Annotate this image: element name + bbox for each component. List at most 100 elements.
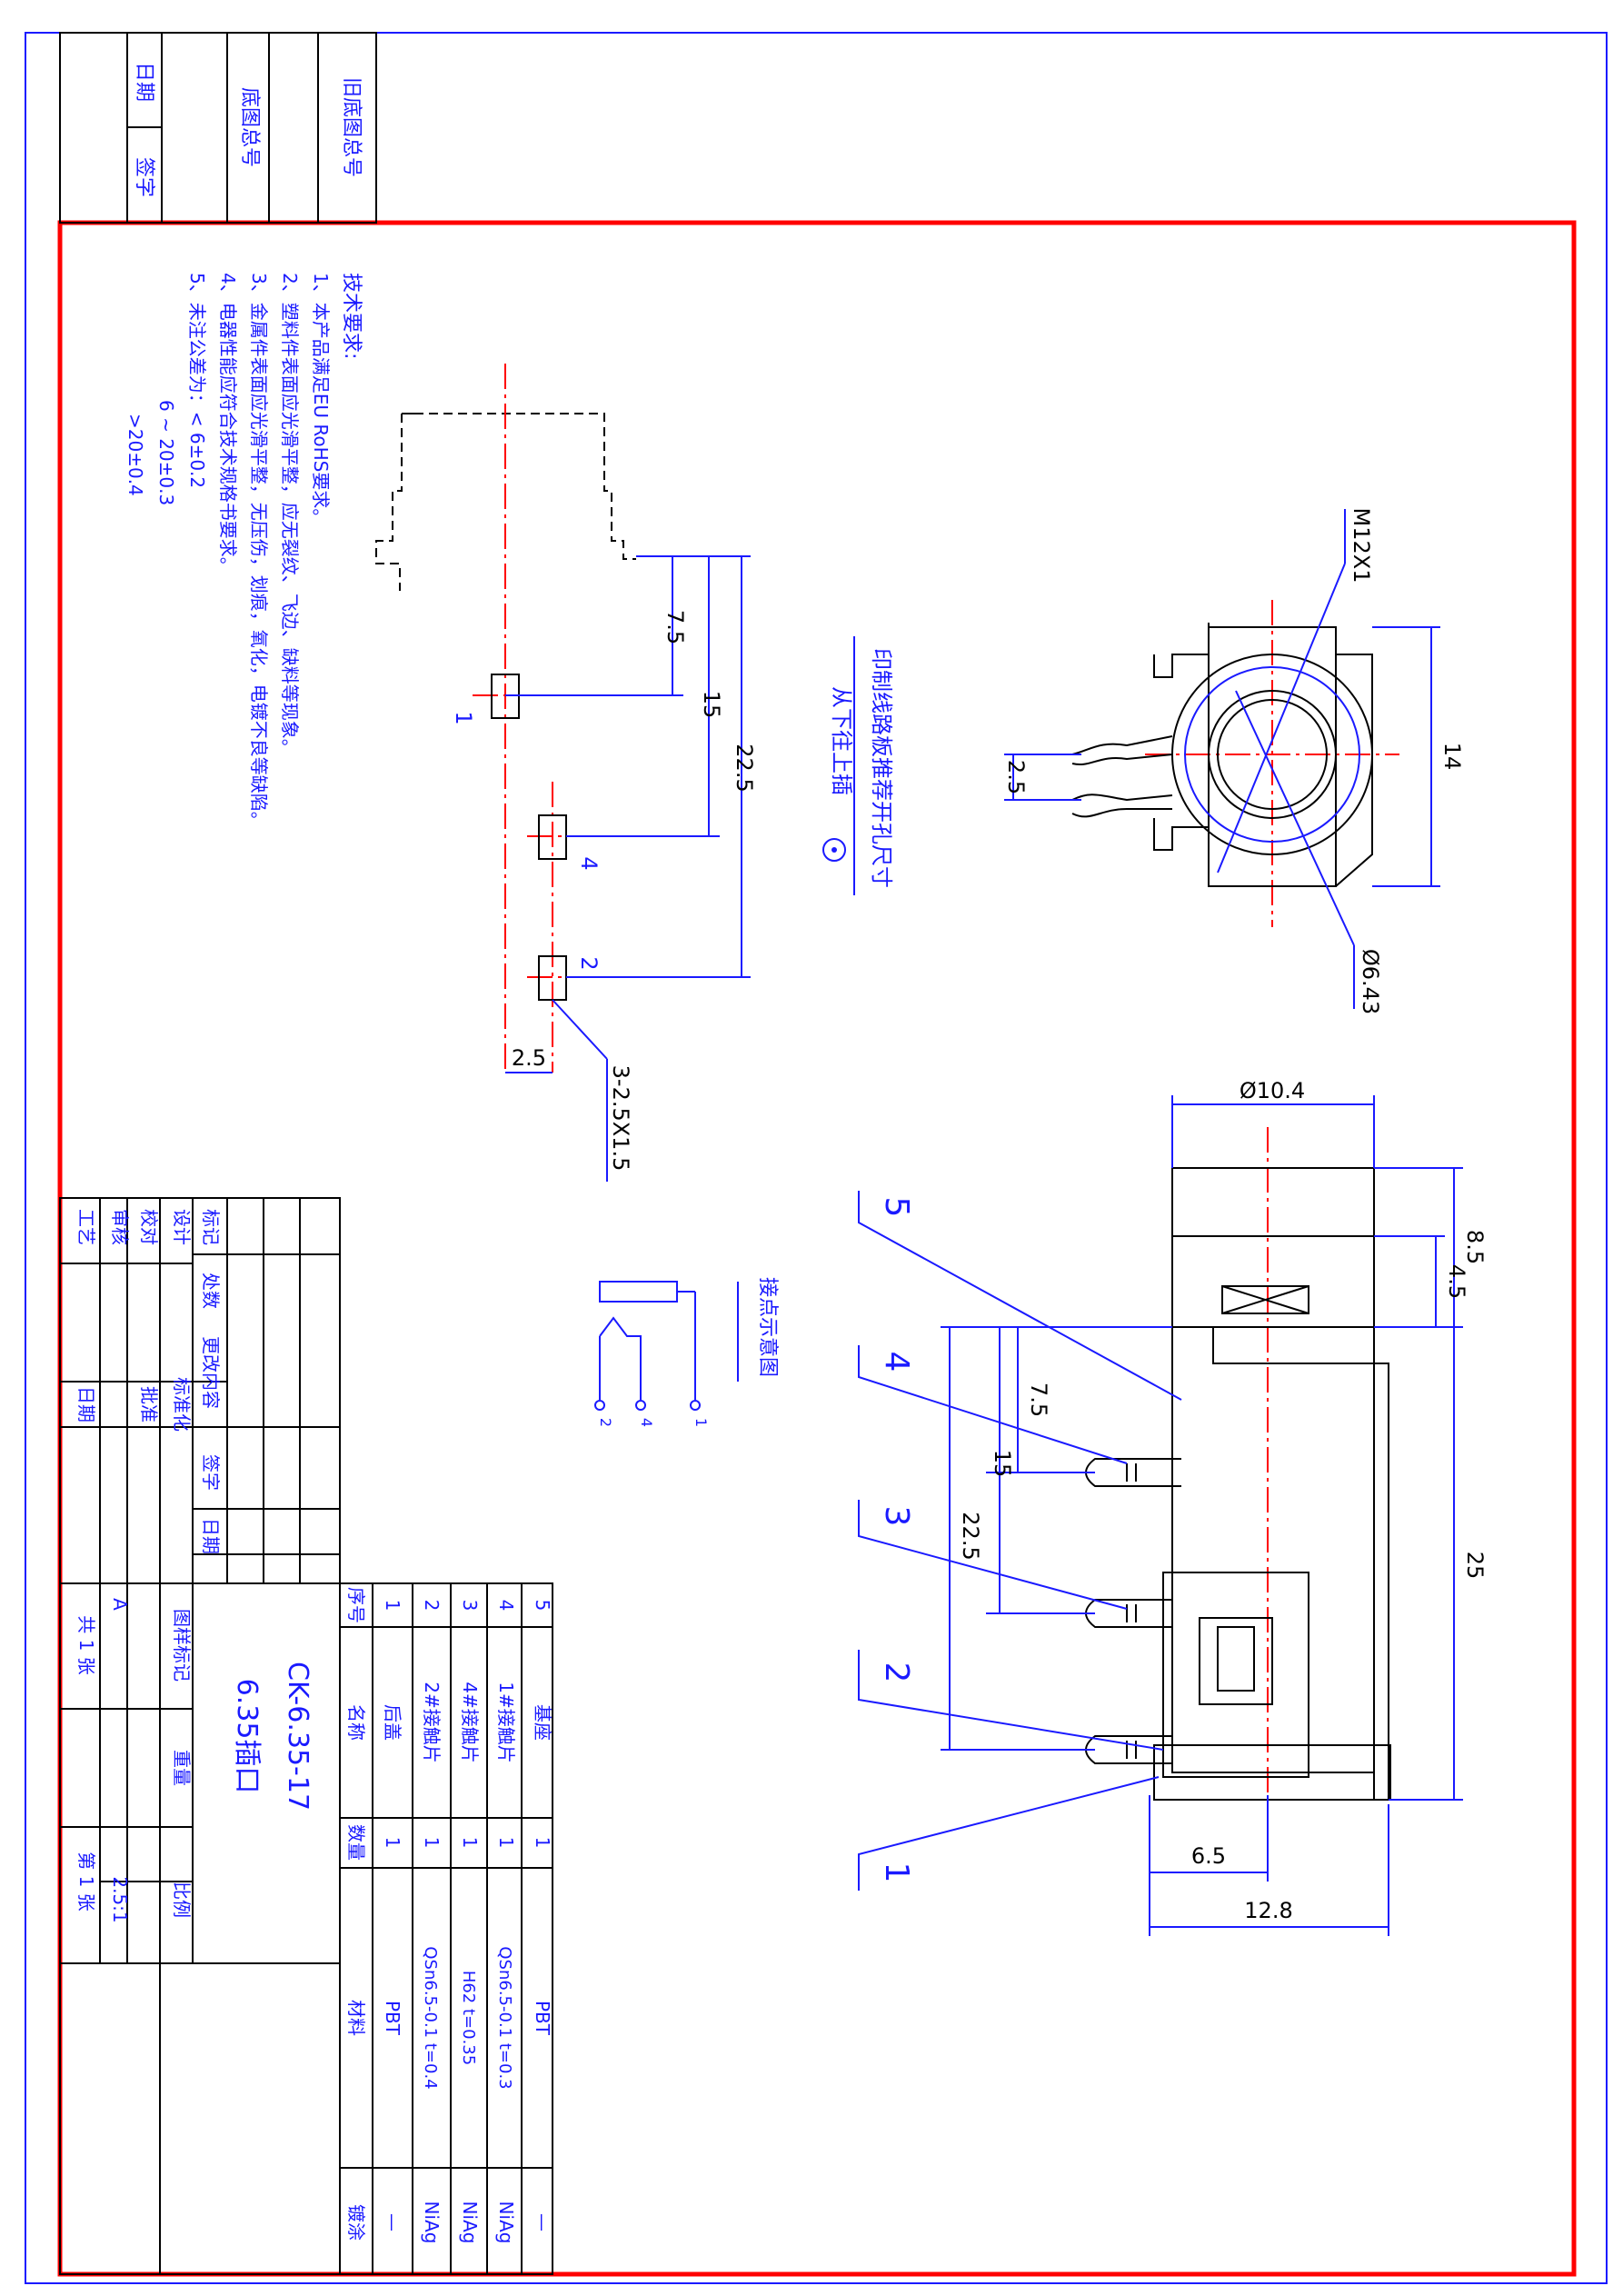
pcb-dim-15: 15 (699, 691, 724, 719)
side-p1: 7.5 (1026, 1383, 1051, 1417)
outer-border (25, 32, 1608, 2284)
bom-cell: NiAg (495, 2201, 517, 2244)
bom-cell: 基座 (532, 1704, 553, 1741)
bom-cell: PBT (532, 2001, 553, 2036)
bom-cell: 4 (495, 1600, 517, 1612)
tech-heading: 技术要求: (340, 273, 363, 359)
sample-mark-label: 图样标记 (171, 1609, 193, 1682)
tech-item: 1、本产品满足EU RoHS要求。 (310, 273, 332, 526)
balloon-3: 3 (878, 1506, 915, 1527)
balloon-2: 2 (878, 1662, 915, 1683)
bom-cell: 1 (421, 1837, 443, 1849)
pcb-slot-size: 3-2.5X1.5 (608, 1065, 633, 1172)
weight-label: 重量 (171, 1750, 193, 1786)
schematic-title: 接点示意图 (756, 1277, 779, 1377)
bom-cell: 2#接触片 (421, 1682, 443, 1762)
schematic-pin: 4 (638, 1418, 655, 1427)
front-pitch: 2.5 (1003, 760, 1029, 794)
bom-cell: QSn6.5-0.1 t=0.4 (421, 1946, 440, 2089)
rev-check: 校对 (138, 1209, 160, 1245)
pcb-dim-7-5: 7.5 (662, 610, 688, 644)
part-number: CK-6.35-17 (282, 1662, 314, 1811)
rev-count: 处数 (200, 1273, 222, 1309)
balloon-1: 1 (878, 1862, 915, 1883)
bom-cell: 5 (532, 1600, 553, 1612)
scale-value: 2.5:1 (109, 1876, 131, 1922)
sheet-count: 共 1 张 (75, 1615, 97, 1674)
tech-item: 6 ~ 20±0.3 (155, 400, 177, 505)
bom-cell: 1 (459, 1837, 481, 1849)
sheet-number: 第 1 张 (75, 1852, 97, 1911)
bom-cell: NiAg (421, 2201, 443, 2244)
rev-review: 审核 (109, 1209, 131, 1245)
balloon-5: 5 (878, 1197, 915, 1218)
rev-content: 更改内容 (200, 1336, 222, 1409)
part-name: 6.35插口 (231, 1679, 263, 1794)
tech-item: 5、未注公差为：< 6±0.2 (186, 273, 208, 488)
rev-approve: 批准 (138, 1386, 160, 1423)
bom-cell: NiAg (459, 2201, 481, 2244)
contact-schematic: 接点示意图 1 4 2 (594, 1277, 779, 1427)
pcb-dim-2-5: 2.5 (512, 1045, 546, 1071)
pcb-subtitle: 从下往上插 (829, 686, 854, 795)
tech-requirements: 技术要求: 1、本产品满足EU RoHS要求。 2、塑料件表面应光滑平整，应无裂… (124, 273, 363, 830)
front-view: M12X1 14 2.5 Ø6.43 (1003, 508, 1465, 1015)
tech-item: 2、塑料件表面应光滑平整，应无裂纹、飞边、缺料等现象。 (279, 273, 301, 757)
front-thread: M12X1 (1349, 508, 1374, 584)
bom-cell: 1#接触片 (495, 1682, 517, 1762)
side-w1: 6.5 (1191, 1843, 1226, 1869)
rev-design: 设计 (171, 1209, 193, 1245)
side-dia: Ø10.4 (1240, 1078, 1305, 1103)
side-p3: 22.5 (958, 1512, 983, 1560)
pcb-pin-label: 1 (451, 711, 476, 724)
rev-process: 工艺 (75, 1209, 97, 1245)
rev-date: 日期 (200, 1518, 222, 1554)
tech-item: 4、电器性能应符合技术规格书要求。 (217, 273, 239, 575)
signature-label-top: 签字 (133, 157, 155, 197)
pcb-pin-label: 2 (576, 956, 602, 970)
side-view: Ø10.4 8.5 4.5 25 7.5 15 22.5 6.5 12.8 5 … (858, 1078, 1488, 1936)
bom-cell: 2 (421, 1600, 443, 1612)
side-w2: 12.8 (1244, 1898, 1292, 1923)
old-number-label: 旧底图总号 (340, 77, 363, 177)
bom-cell: QSn6.5-0.1 t=0.3 (495, 1946, 514, 2089)
side-h3: 25 (1462, 1552, 1488, 1580)
balloon-4: 4 (878, 1352, 915, 1373)
bom-cell: PBT (382, 2001, 403, 2036)
rev-mark: 标记 (200, 1209, 222, 1245)
title-block: CK-6.35-17 6.35插口 图样标记 重量 比例 A 2.5:1 共 1… (59, 1582, 341, 2275)
bom-header: 序号 (345, 1587, 367, 1623)
bom-header: 数量 (345, 1824, 367, 1861)
schematic-pin: 2 (597, 1418, 614, 1427)
top-left-box: 旧底图总号 底图总号 日期 签字 (59, 32, 377, 224)
date-label-top: 日期 (133, 62, 155, 102)
bom-cell: 1 (532, 1837, 553, 1849)
rev-date2: 日期 (75, 1386, 97, 1423)
rev-sign: 签字 (200, 1454, 222, 1491)
bom-table: 序号 名称 数量 材料 镀涂 1 后盖 1 PBT — 2 2#接触片 1 QS… (339, 1582, 553, 2275)
bom-header: 材料 (345, 2000, 367, 2036)
bom-cell: 后盖 (382, 1704, 403, 1741)
side-h2: 4.5 (1444, 1264, 1469, 1299)
rev-standard: 标准化 (171, 1377, 193, 1432)
schematic-pin: 1 (692, 1418, 710, 1427)
tech-item: 3、金属件表面应光滑平整，无压伤，划痕，氧化，电镀不良等缺陷。 (248, 273, 270, 830)
front-hole: Ø6.43 (1358, 949, 1383, 1014)
side-h1: 8.5 (1462, 1230, 1488, 1264)
mark-value: A (109, 1598, 131, 1611)
bom-cell: — (532, 2213, 553, 2231)
revision-table: 标记 处数 更改内容 签字 日期 设计 校对 审核 工艺 标准化 批准 日期 (59, 1197, 341, 1584)
pcb-hole-layout: 7.5 15 22.5 2.5 3-2.5X1.5 1 4 2 印制线路板推荐开… (375, 364, 894, 1182)
bom-cell: — (382, 2213, 403, 2231)
base-number-label: 底图总号 (238, 87, 261, 167)
pcb-title: 印制线路板推荐开孔尺寸 (869, 648, 894, 888)
bom-cell: 1 (382, 1600, 403, 1612)
insert-direction-icon (822, 838, 846, 862)
bom-cell: 1 (382, 1837, 403, 1849)
front-height: 14 (1439, 743, 1465, 771)
bom-header: 名称 (345, 1704, 367, 1741)
bom-cell: 3 (459, 1600, 481, 1612)
bom-cell: 4#接触片 (459, 1682, 481, 1762)
